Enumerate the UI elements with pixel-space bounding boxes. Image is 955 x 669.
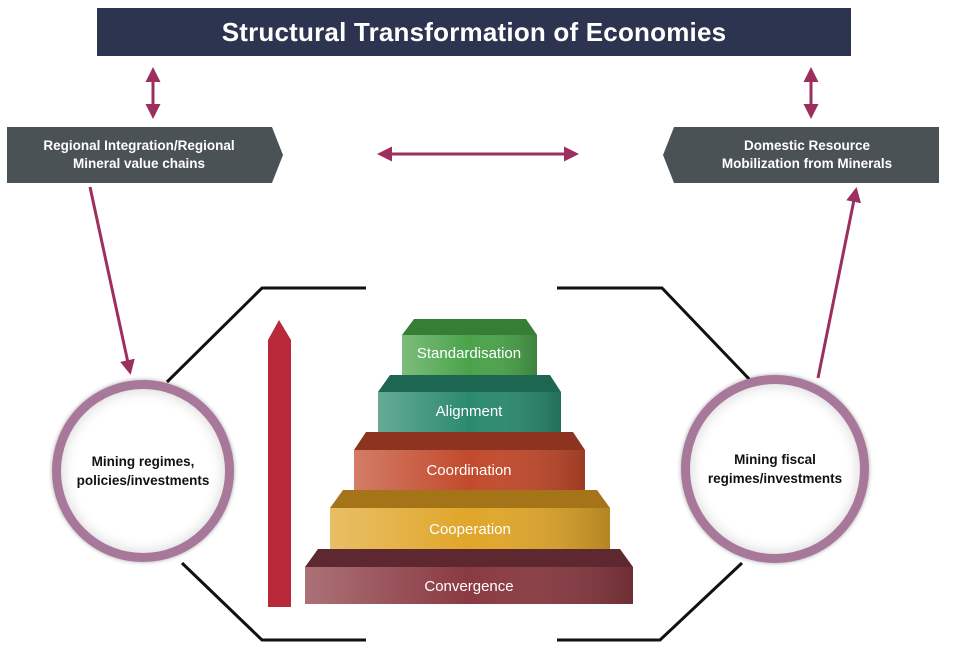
mining-regimes-circle: Mining regimes, policies/investments bbox=[52, 380, 234, 562]
diagram-title: Structural Transformation of Economies bbox=[221, 16, 727, 47]
left-circle-line-1: Mining regimes, bbox=[91, 454, 195, 469]
step-top-convergence bbox=[305, 549, 633, 567]
mining-fiscal-circle: Mining fiscal regimes/investments bbox=[681, 375, 869, 563]
right-circle-line-2: regimes/investments bbox=[707, 471, 843, 486]
regional-integration-banner: Regional Integration/Regional Mineral va… bbox=[7, 127, 283, 183]
arrow-right-circle-banner bbox=[816, 187, 861, 379]
title-banner: Structural Transformation of Economies bbox=[97, 8, 851, 56]
right-banner-line-1: Domestic Resource bbox=[743, 138, 871, 153]
bracket-right-top bbox=[557, 286, 754, 384]
step-label-convergence: Convergence bbox=[424, 578, 513, 595]
step-label-alignment: Alignment bbox=[436, 403, 504, 420]
arrow-left-banner-circle bbox=[88, 186, 135, 375]
step-label-coordination: Coordination bbox=[426, 462, 511, 479]
step-label-cooperation: Cooperation bbox=[429, 521, 511, 538]
step-top-cooperation bbox=[330, 490, 610, 508]
bracket-left-top bbox=[165, 286, 366, 384]
harmonization-label: Approaches to tax harmonization bbox=[245, 357, 261, 563]
left-circle-line-2: policies/investments bbox=[76, 473, 210, 488]
right-banner-line-2: Mobilization from Minerals bbox=[721, 156, 893, 171]
harmonization-arrow bbox=[268, 320, 291, 607]
left-banner-line-2: Mineral value chains bbox=[72, 156, 206, 171]
domestic-resource-banner: Domestic Resource Mobilization from Mine… bbox=[663, 127, 939, 183]
bracket-right-bottom bbox=[557, 561, 744, 642]
bracket-left-bottom bbox=[180, 561, 366, 642]
step-label-standardisation: Standardisation bbox=[417, 345, 521, 362]
step-top-coordination bbox=[354, 432, 585, 450]
step-top-alignment bbox=[378, 375, 561, 392]
step-top-standardisation bbox=[402, 319, 537, 335]
right-circle-line-1: Mining fiscal bbox=[734, 452, 816, 467]
left-banner-line-1: Regional Integration/Regional bbox=[43, 138, 235, 153]
staircase: Convergence Cooperation Coordination Ali… bbox=[305, 319, 633, 604]
